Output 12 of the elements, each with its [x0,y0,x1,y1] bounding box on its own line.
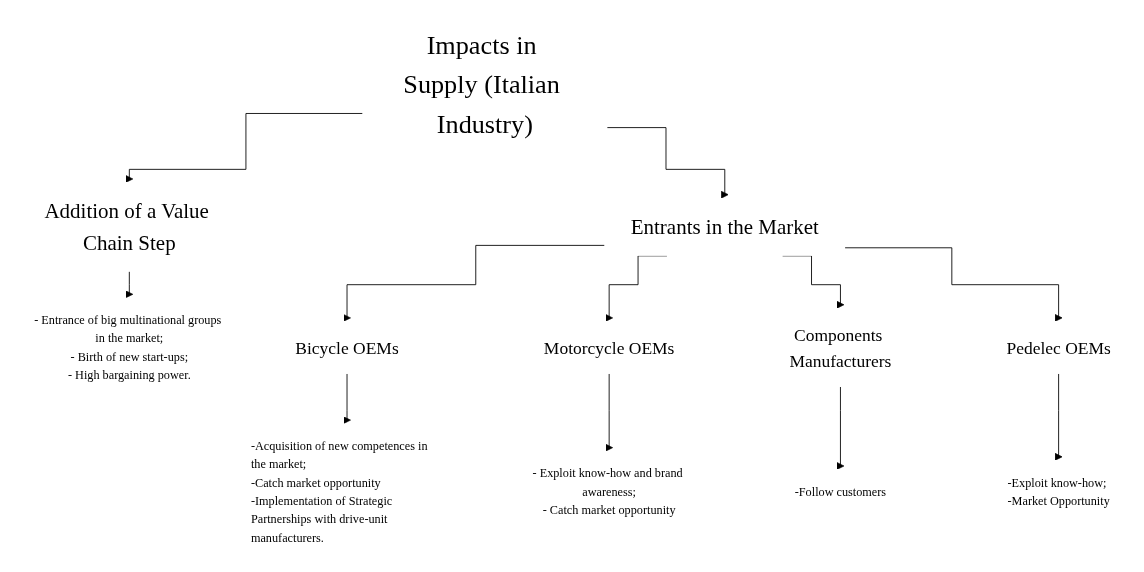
node-text: -Exploit know-how; -Market Opportunity [1007,476,1110,508]
node-text: Impacts in Supply (Italian Industry) [403,30,560,138]
node-text: - Exploit know-how and brand awareness; - Catch market opportunity [532,466,683,517]
node-text: Components Manufacturers [789,324,892,371]
node-text: -Follow customers [794,485,887,499]
node-text: Bicycle OEMs [295,337,399,358]
node-text: Pedelec OEMs [1006,337,1111,358]
node-text: -Acquisition of new competences in the market; -Catch market opportunity -Implementation of Strategic Partnerships with drive-unit manufacturers. [250,439,428,545]
node-text: Entrants in the Market [630,215,819,239]
node-text: Motorcycle OEMs [543,337,675,358]
node-text: Addition of a Value Chain Step [44,199,209,255]
node-text: - Entrance of big multinational groups in the market; - Birth of new start-ups; - High bargaining power. [34,313,222,382]
